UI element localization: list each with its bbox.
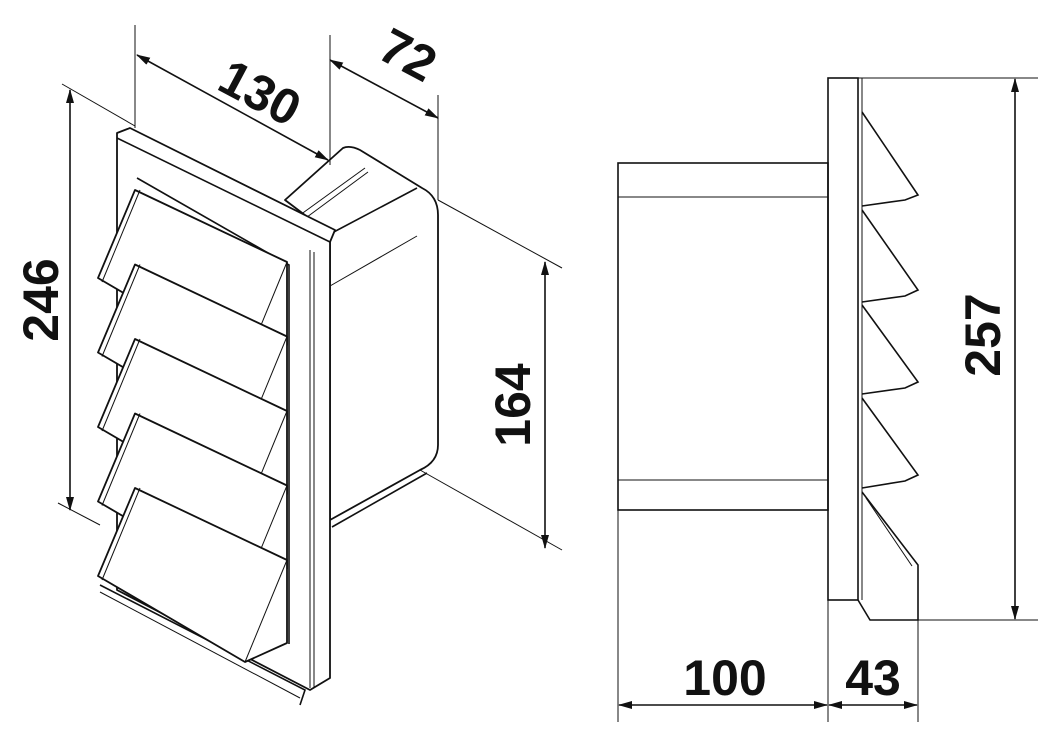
dimension-130: 130 — [134, 25, 331, 165]
louvers — [97, 189, 288, 663]
flange-side — [827, 77, 859, 601]
dimension-label-72: 72 — [370, 17, 445, 93]
duct-box — [284, 145, 439, 528]
louvers-side — [857, 111, 920, 621]
dimension-label-43: 43 — [845, 650, 901, 706]
dimension-164: 164 — [419, 199, 563, 551]
louver — [97, 487, 288, 663]
dimension-label-130: 130 — [210, 49, 310, 138]
dimension-label-257: 257 — [955, 293, 1011, 376]
duct-side — [617, 162, 829, 511]
side-view: 257 100 43 — [617, 77, 1038, 722]
isometric-view: 246 130 72 164 — [13, 17, 563, 706]
dimension-label-164: 164 — [485, 363, 541, 447]
dimension-label-246: 246 — [13, 258, 69, 341]
dimension-label-100: 100 — [683, 650, 766, 706]
dimension-257: 257 — [858, 77, 1038, 621]
dimension-246: 246 — [13, 83, 136, 526]
dimension-100-43: 100 43 — [617, 510, 919, 722]
